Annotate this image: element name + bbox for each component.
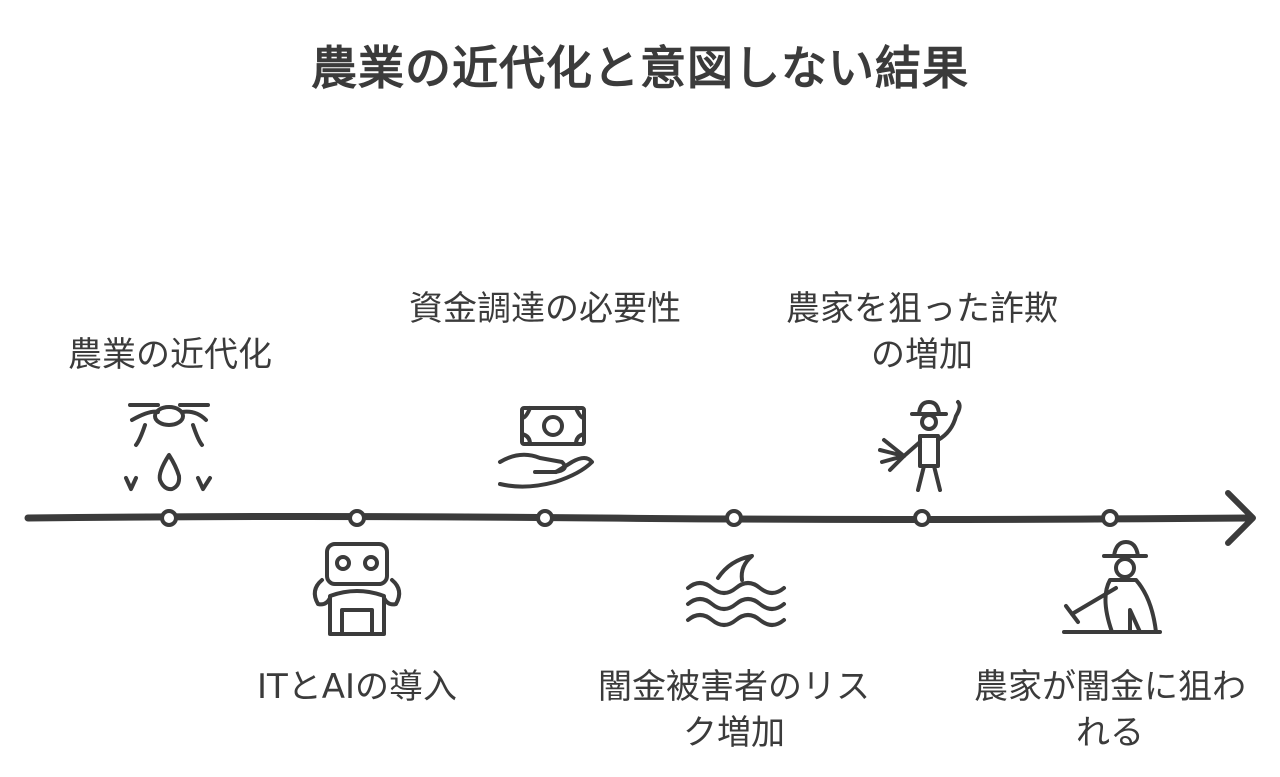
event-label-1: 農業の近代化 [68, 335, 272, 375]
event-label-3: 資金調達の必要性 [409, 289, 681, 329]
money-hand-icon [498, 406, 594, 489]
robot-icon [312, 542, 402, 636]
timeline-dot-2 [348, 509, 366, 527]
timeline-dot-1 [160, 509, 178, 527]
drone-watering-icon [124, 403, 212, 492]
farmer-hoe-icon [1062, 540, 1162, 634]
diagram-title: 農業の近代化と意図しない結果 [311, 41, 969, 95]
timeline-dot-5 [913, 509, 931, 527]
timeline-line [24, 513, 1254, 523]
timeline-arrowhead [1225, 490, 1256, 546]
timeline-dot-3 [536, 509, 554, 527]
timeline-dot-4 [725, 509, 743, 527]
timeline-dot-6 [1101, 509, 1119, 527]
event-label-4: 闇金被害者のリスク増加 [598, 667, 870, 753]
event-label-2: ITとAIの導入 [256, 667, 458, 707]
shark-fin-icon [686, 554, 786, 627]
farmer-icon [878, 400, 962, 492]
event-label-5: 農家を狙った詐欺の増加 [786, 289, 1058, 375]
event-label-6: 農家が闇金に狙われる [974, 667, 1246, 753]
